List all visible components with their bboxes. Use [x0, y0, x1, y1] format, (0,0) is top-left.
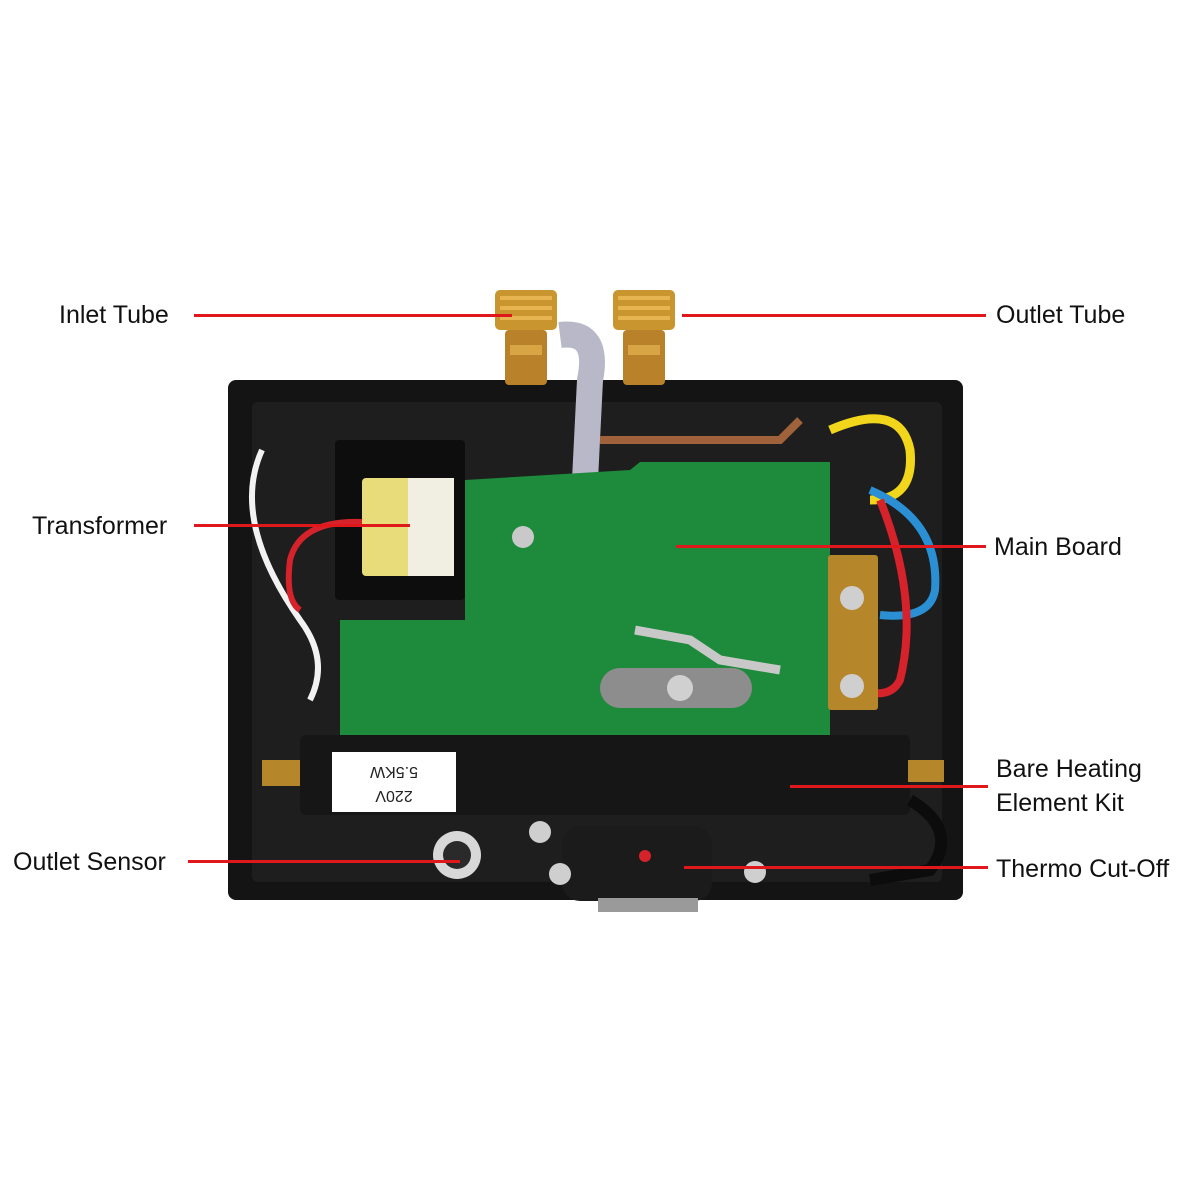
outlet-tube	[613, 290, 675, 385]
ribbon-cable	[558, 321, 605, 481]
sticker-line2: 220V	[375, 787, 413, 804]
label-thermo-cutoff: Thermo Cut-Off	[996, 855, 1170, 883]
element-terminal-right	[908, 760, 944, 782]
main-board-pcb	[340, 462, 830, 735]
leader-main-board	[676, 545, 986, 548]
leader-outlet-tube	[682, 314, 986, 317]
leader-thermo-cutoff	[684, 866, 988, 869]
leader-inlet-tube	[194, 314, 512, 317]
element-sticker	[332, 752, 456, 812]
inlet-tube	[495, 290, 557, 385]
label-transformer: Transformer	[32, 512, 168, 540]
bracket-screw	[667, 675, 693, 701]
solder-trace	[634, 625, 781, 675]
drain-clip	[598, 898, 698, 912]
leader-outlet-sensor	[188, 860, 460, 863]
label-outlet-sensor: Outlet Sensor	[13, 848, 166, 876]
terminal-block	[828, 555, 878, 710]
leader-transformer	[194, 524, 410, 527]
pcb-screw	[512, 526, 534, 548]
label-heating-element-1: Bare Heating	[996, 755, 1142, 783]
yellow-wire	[828, 414, 915, 505]
thermo-cutoff-component	[562, 826, 712, 901]
sticker-line1: 5.5KW	[369, 763, 418, 780]
white-wire	[249, 448, 321, 702]
copper-strap	[600, 417, 803, 444]
transformer-component	[335, 440, 465, 600]
thermo-cutoff-indicator	[639, 850, 651, 862]
element-terminal-left	[262, 760, 300, 786]
leader-heating-element	[790, 785, 988, 788]
label-inlet-tube: Inlet Tube	[59, 301, 169, 329]
label-heating-element-2: Element Kit	[996, 789, 1124, 817]
label-main-board: Main Board	[994, 533, 1122, 561]
label-outlet-tube: Outlet Tube	[996, 301, 1126, 329]
